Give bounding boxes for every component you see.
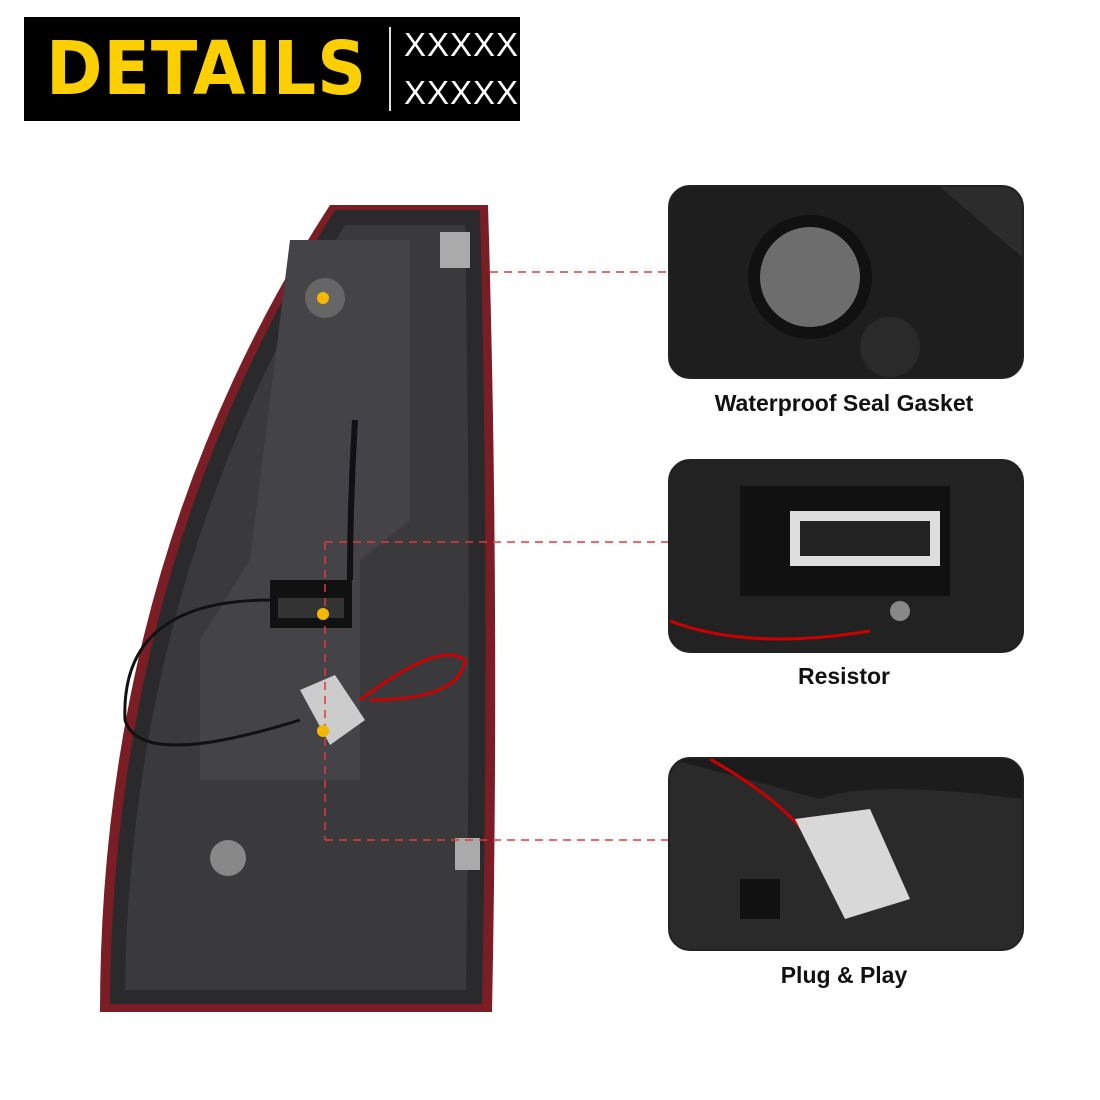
detail-panel-resistor <box>668 459 1024 653</box>
callout-dot-gasket <box>317 292 329 304</box>
label-plug-and-play: Plug & Play <box>780 962 908 988</box>
banner-subtitle-2: XXXXX <box>404 74 520 111</box>
banner-subtitle-1: XXXXX <box>404 26 520 63</box>
callout-dot-connector <box>317 725 329 737</box>
callout-dot-resistor <box>317 608 329 620</box>
detail-panel-plug-and-play <box>668 757 1024 951</box>
label-resistor: Resistor <box>797 663 891 689</box>
callout-lines <box>324 271 668 841</box>
detail-panel-gasket <box>668 185 1024 379</box>
banner-divider <box>389 27 391 111</box>
banner-title: DETAILS <box>46 26 368 112</box>
connector-shape <box>300 675 365 745</box>
label-waterproof-seal-gasket: Waterproof Seal Gasket <box>714 390 974 416</box>
details-banner: DETAILS XXXXX XXXXX <box>24 17 520 121</box>
